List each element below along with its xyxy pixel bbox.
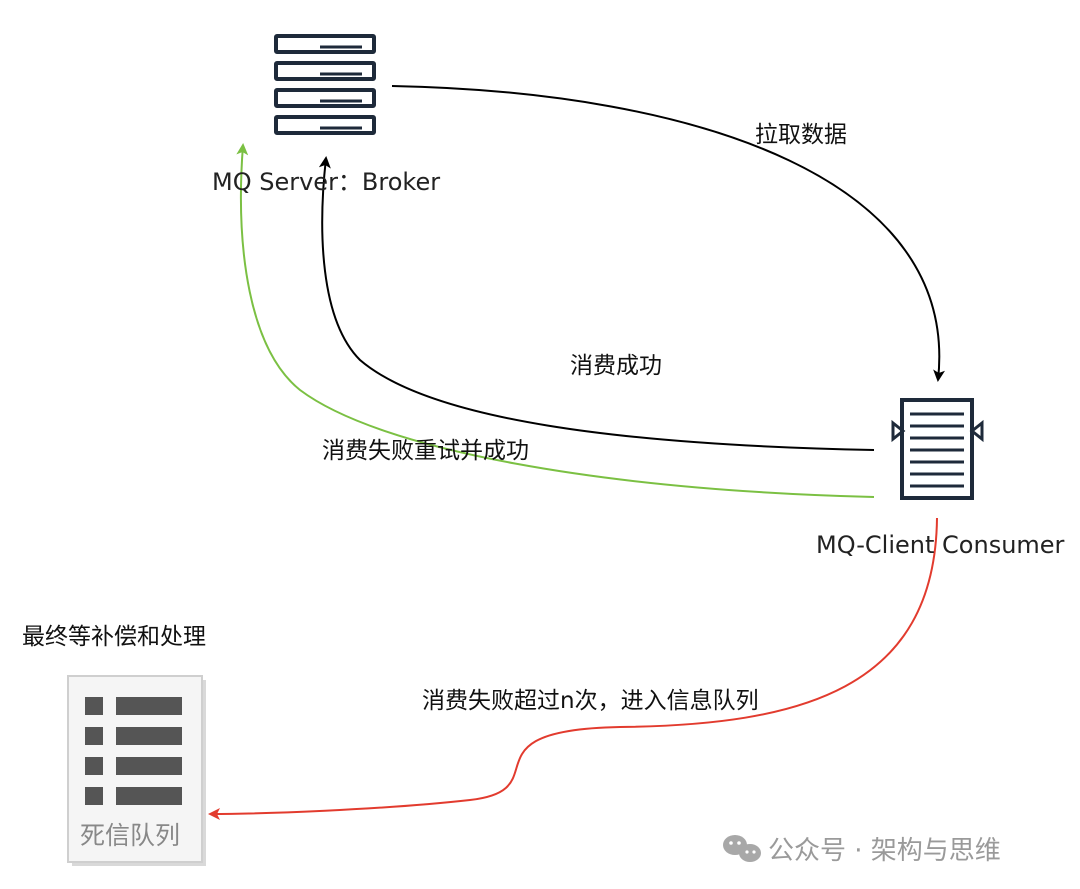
consume-success-label: 消费成功 bbox=[570, 353, 662, 379]
watermark: 公众号 · 架构与思维 bbox=[724, 830, 1001, 866]
dead-letter-queue-label: 死信队列 bbox=[80, 821, 181, 850]
pull-data-label: 拉取数据 bbox=[755, 122, 847, 148]
server-icon bbox=[274, 34, 376, 135]
broker-label: MQ Server：Broker bbox=[212, 168, 441, 196]
document-list-icon bbox=[67, 675, 206, 866]
consume-success-arrow bbox=[318, 156, 875, 451]
wechat-icon bbox=[723, 835, 761, 862]
consumer-label: MQ-Client Consumer bbox=[816, 531, 1065, 559]
dead-letter-arrow bbox=[208, 517, 938, 820]
dead-letter-edge-label: 消费失败超过n次，进入信息队列 bbox=[422, 688, 759, 714]
watermark-text: 公众号 · 架构与思维 bbox=[768, 835, 1001, 866]
pull-data-arrow bbox=[391, 85, 946, 382]
retry-success-arrow bbox=[236, 143, 875, 498]
final-compensation-note: 最终等补偿和处理 bbox=[22, 624, 206, 650]
retry-success-label: 消费失败重试并成功 bbox=[322, 438, 529, 464]
queue-icon bbox=[891, 398, 984, 500]
